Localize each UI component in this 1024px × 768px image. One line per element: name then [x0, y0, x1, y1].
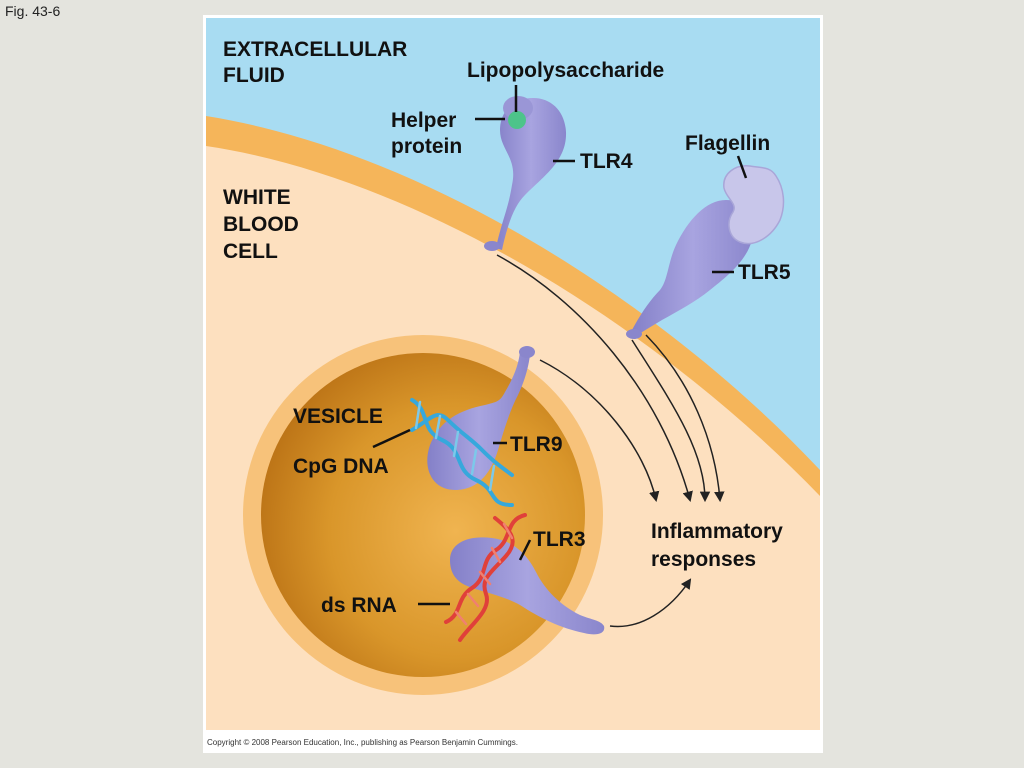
label-inflammatory-line1: Inflammatory — [651, 520, 783, 543]
vesicle-lumen — [261, 353, 585, 677]
label-flagellin: Flagellin — [685, 132, 770, 155]
cpg-dna-helix — [410, 398, 514, 507]
label-extracellular-line1: EXTRACELLULAR — [223, 38, 407, 61]
tlr5-receptor — [626, 200, 754, 339]
label-tlr3: TLR3 — [533, 528, 586, 551]
helper-protein — [508, 111, 526, 129]
label-tlr5: TLR5 — [738, 261, 791, 284]
arrow-tlr5-a — [645, 334, 725, 503]
label-extracellular-line2: FLUID — [223, 64, 285, 87]
label-helper-line1: Helper — [391, 109, 456, 132]
label-ds-rna: ds RNA — [321, 594, 397, 617]
label-cpg-dna: CpG DNA — [293, 455, 389, 478]
arrow-tlr9 — [539, 359, 660, 503]
copyright-notice: Copyright © 2008 Pearson Education, Inc.… — [207, 738, 518, 747]
arrow-tlr5-b — [631, 339, 711, 503]
label-inflammatory-line2: responses — [651, 548, 756, 571]
flagellin-protein — [723, 165, 785, 245]
label-white-blood-cell-line2: BLOOD — [223, 213, 299, 236]
figure-label: Fig. 43-6 — [5, 3, 61, 19]
label-lipopolysaccharide: Lipopolysaccharide — [467, 59, 664, 82]
arrow-tlr4 — [496, 254, 693, 503]
label-vesicle: VESICLE — [293, 405, 383, 428]
label-white-blood-cell-line3: CELL — [223, 240, 278, 263]
ds-rna-helix — [444, 513, 527, 642]
label-helper-line2: protein — [391, 135, 462, 158]
leader-lines — [372, 85, 748, 606]
signal-arrows — [496, 254, 725, 628]
arrow-tlr3 — [609, 578, 692, 628]
label-tlr4: TLR4 — [580, 150, 633, 173]
label-white-blood-cell-line1: WHITE — [223, 186, 291, 209]
label-tlr9: TLR9 — [510, 433, 563, 456]
